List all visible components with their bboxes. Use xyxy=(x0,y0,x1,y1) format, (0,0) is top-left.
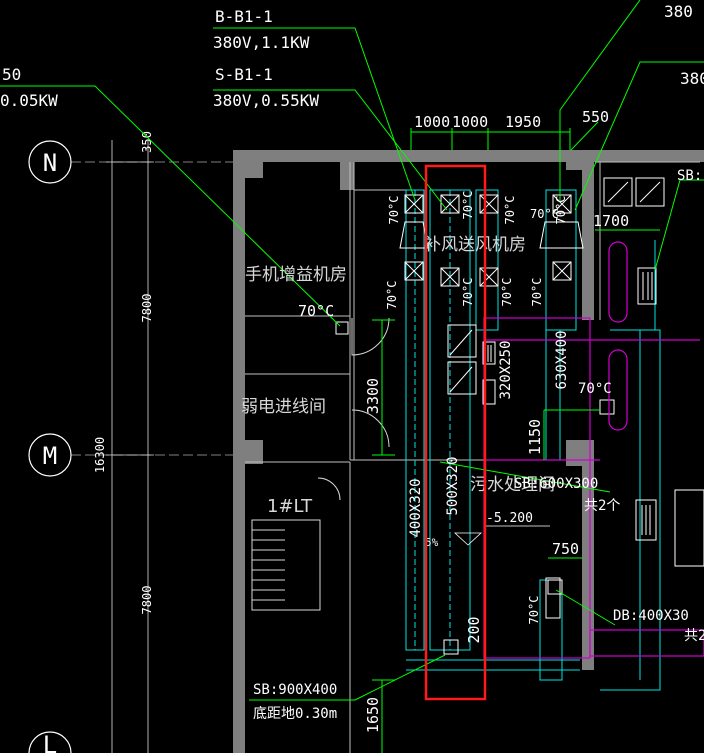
slope-note: 5% xyxy=(425,536,439,549)
weak-room-label: 弱电进线间 xyxy=(241,397,326,417)
sb-600-count: 共2个 xyxy=(584,498,620,514)
dim-16300: 16300 xyxy=(93,437,107,473)
sb-600-note: SB:600X300 xyxy=(514,476,598,492)
dim-550: 550 xyxy=(582,108,609,126)
temp-tag-6: 70°C xyxy=(461,278,475,307)
fans xyxy=(399,177,665,395)
stair xyxy=(252,529,285,601)
phone-room-label: 手机增益机房 xyxy=(245,265,347,285)
bottom-height-note: 底距地0.30m xyxy=(253,706,337,722)
duct-630x400: 630X400 xyxy=(554,330,570,389)
temp-tag-9: 70°C xyxy=(298,302,334,320)
left-partial-power: 0.05KW xyxy=(0,91,58,110)
sb-right-note: SB: xyxy=(677,168,702,184)
b-b1-1-label: B-B1-1 xyxy=(215,7,273,26)
temp-tag-3: 70°C xyxy=(503,196,517,225)
dim-200: 200 xyxy=(465,616,483,643)
db-count: 共2 xyxy=(684,628,704,644)
temp-tag-10: 70°C xyxy=(578,381,612,397)
temp-tag-7: 70°C xyxy=(500,278,514,307)
temp-tag-4: 70°C xyxy=(530,207,559,221)
dim-1700: 1700 xyxy=(593,212,629,230)
temp-tag-1: 70°C xyxy=(387,196,401,225)
dim-350: 350 xyxy=(140,131,154,153)
tanks xyxy=(608,241,628,431)
dim-3300: 3300 xyxy=(364,378,382,414)
dim-1650: 1650 xyxy=(364,697,382,733)
dim-1150: 1150 xyxy=(526,419,544,455)
b-b1-1-power: 380V,1.1KW xyxy=(213,33,310,52)
dim-7800-top: 7800 xyxy=(140,294,154,323)
s-b1-1-label: S-B1-1 xyxy=(215,65,273,84)
temp-tag-12: 70°C xyxy=(554,196,568,225)
ducts-cyan xyxy=(405,189,661,691)
left-partial-top: 50 xyxy=(2,65,21,84)
sb-900-note: SB:900X400 xyxy=(253,682,337,698)
dim-1000-a: 1000 xyxy=(414,113,450,131)
dim-1950: 1950 xyxy=(505,113,541,131)
right-partial-top: 380 xyxy=(664,2,693,21)
supply-room-label: 补风送风机房 xyxy=(424,235,526,255)
s-b1-1-power: 380V,0.55KW xyxy=(213,91,319,110)
temp-tag-8: 70°C xyxy=(530,278,544,307)
walls xyxy=(233,150,704,753)
highlight-box xyxy=(424,164,487,701)
temp-tag-11: 70°C xyxy=(527,596,541,625)
dim-1000-b: 1000 xyxy=(452,113,488,131)
doors xyxy=(251,317,390,611)
grid-axes xyxy=(28,140,233,753)
dim-7800-bottom: 7800 xyxy=(140,586,154,615)
temp-tag-5: 70°C xyxy=(385,281,399,310)
dim-750: 750 xyxy=(552,540,579,558)
db-note: DB:400X30 xyxy=(613,608,689,624)
duct-400x320: 400X320 xyxy=(408,478,424,537)
duct-500x320: 500X320 xyxy=(445,456,461,515)
axis-n-label: N xyxy=(43,149,57,177)
axis-l-label: L xyxy=(43,731,57,753)
duct-320x250: 320X250 xyxy=(498,340,514,399)
right-partial-mid: 380 xyxy=(680,69,704,88)
axis-m-label: M xyxy=(43,442,57,470)
level-note: -5.200 xyxy=(486,511,533,526)
grilles xyxy=(482,267,704,619)
fire-dampers xyxy=(335,194,615,655)
sewage-room-label: 污水处理间 xyxy=(470,475,555,495)
temp-tag-2: 70°C xyxy=(461,191,475,220)
elevator-label: 1#LT xyxy=(267,496,313,517)
